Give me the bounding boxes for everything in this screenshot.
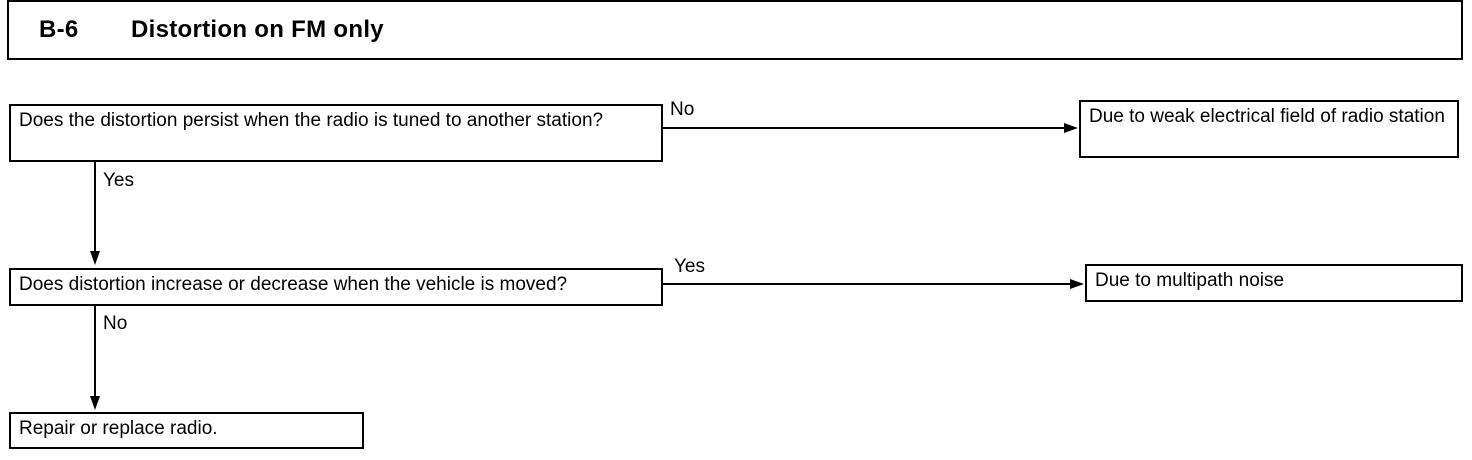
arrowhead-q1-no	[1064, 123, 1078, 133]
result-weak-field-text: Due to weak electrical field of radio st…	[1089, 106, 1445, 127]
section-title: Distortion on FM only	[131, 16, 384, 43]
question-2-box: Does distortion increase or decrease whe…	[9, 268, 663, 306]
arrowhead-q1-yes	[90, 251, 100, 265]
question-2-text: Does distortion increase or decrease whe…	[19, 274, 568, 295]
question-2-yes-label: Yes	[674, 256, 705, 277]
question-1-yes-label: Yes	[103, 170, 134, 191]
result-repair-box: Repair or replace radio.	[9, 412, 364, 449]
result-multipath-text: Due to multipath noise	[1095, 270, 1285, 291]
section-code: B-6	[39, 16, 79, 43]
result-repair-text: Repair or replace radio.	[19, 418, 218, 439]
section-header: B-6 Distortion on FM only	[7, 0, 1463, 60]
question-1-box: Does the distortion persist when the rad…	[9, 104, 663, 162]
question-1-text: Does the distortion persist when the rad…	[19, 110, 604, 131]
question-2-no-label: No	[103, 313, 128, 334]
result-multipath-box: Due to multipath noise	[1085, 264, 1463, 302]
question-1-no-label: No	[670, 99, 695, 120]
arrowhead-q2-no	[90, 396, 100, 410]
arrowhead-q2-yes	[1070, 279, 1084, 289]
result-weak-field-box: Due to weak electrical field of radio st…	[1079, 100, 1459, 158]
